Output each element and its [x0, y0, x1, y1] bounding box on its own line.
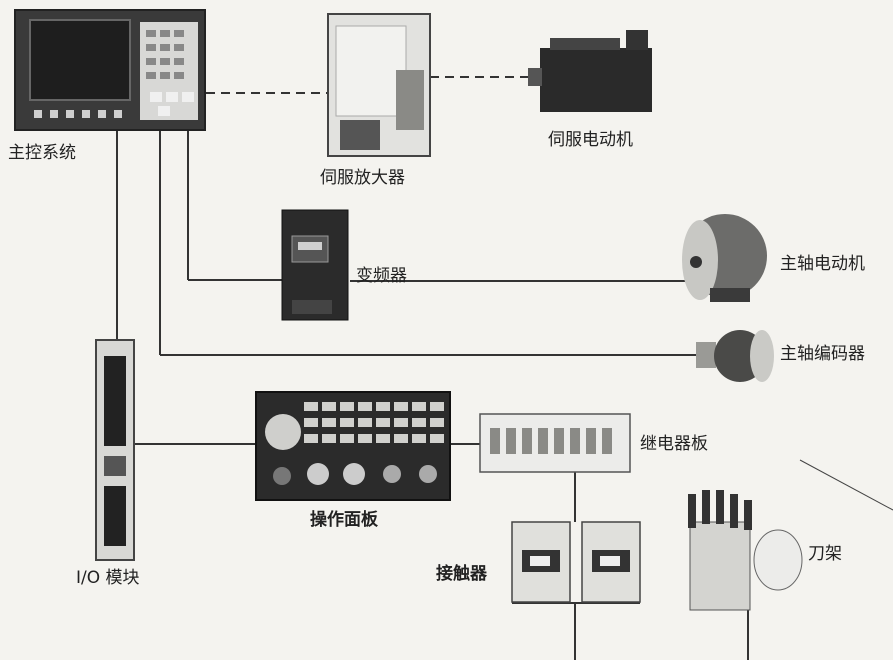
- spindle-motor-illustration: [682, 214, 767, 302]
- label-tool-post: 刀架: [808, 544, 842, 564]
- servo-motor-illustration: [528, 30, 652, 112]
- spindle-encoder-illustration: [696, 330, 774, 382]
- label-operator-panel: 操作面板: [310, 510, 378, 530]
- relay-board-illustration: [480, 414, 630, 472]
- diagonal-mark: [800, 460, 893, 510]
- contactor-illustration-2: [582, 522, 640, 602]
- label-main-control: 主控系统: [8, 143, 76, 163]
- servo-amplifier-illustration: [328, 14, 430, 156]
- label-io-module: I/O 模块: [76, 568, 140, 588]
- cnc-unit-illustration: [15, 10, 205, 130]
- label-spindle-motor: 主轴电动机: [780, 254, 865, 274]
- tool-post-illustration: [688, 490, 802, 610]
- label-inverter: 变频器: [356, 266, 407, 286]
- label-servo-motor: 伺服电动机: [548, 130, 633, 150]
- inverter-illustration: [282, 210, 348, 320]
- operator-panel-illustration: [256, 392, 450, 500]
- label-contactor: 接触器: [436, 564, 487, 584]
- contactor-illustration-1: [512, 522, 570, 602]
- io-module-illustration: [96, 340, 134, 560]
- label-relay-board: 继电器板: [640, 434, 708, 454]
- label-spindle-encoder: 主轴编码器: [780, 344, 865, 364]
- label-servo-amp: 伺服放大器: [320, 168, 405, 188]
